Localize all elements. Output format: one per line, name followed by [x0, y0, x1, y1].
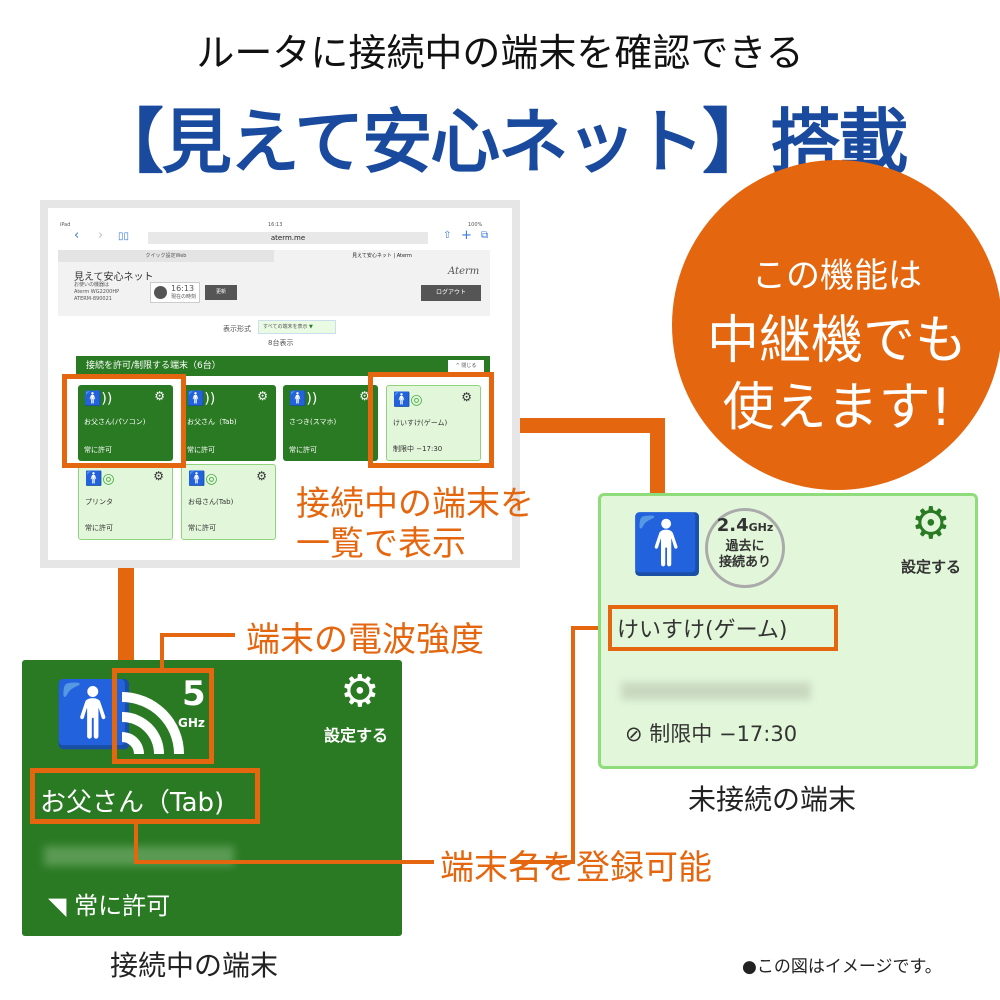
back-icon[interactable]: ‹: [74, 228, 80, 243]
forward-icon[interactable]: ›: [98, 228, 104, 243]
clock-caption: 現在の時刻: [171, 294, 197, 300]
caption-disconnected: 未接続の端末: [688, 783, 857, 816]
device-card[interactable]: 🚹◎⚙けいすけ(ゲーム)制限中 −17:30: [386, 385, 481, 461]
highlight-signal: [112, 668, 214, 764]
gear-icon: ⚙: [359, 389, 370, 403]
clock-time: 16:13: [171, 284, 195, 293]
callout-signal: 端末の電波強度: [246, 620, 484, 660]
gear-icon: ⚙: [257, 389, 268, 403]
logout-button[interactable]: ログアウト: [421, 285, 481, 301]
person-past-icon: 🚹◎: [188, 471, 218, 487]
gear-icon: ⚙: [256, 469, 267, 483]
highlight-right: [368, 372, 494, 468]
url-bar[interactable]: aterm.me: [148, 232, 428, 244]
tabs-icon[interactable]: ⧉: [481, 230, 489, 241]
status: ◥ 常に許可: [48, 892, 171, 920]
refresh-button[interactable]: 更新: [205, 285, 237, 300]
display-select[interactable]: すべての端末を表示 ▼: [258, 320, 336, 334]
clock-widget: 16:13 現在の時刻: [150, 282, 200, 303]
device-name: お父さん（Tab): [40, 788, 225, 818]
person-signal-icon: 🚹)): [289, 391, 318, 407]
connector-right-h: [492, 418, 664, 433]
band-unit: GHz: [178, 716, 205, 730]
display-label: 表示形式: [223, 325, 251, 333]
share-icon[interactable]: ⇧: [443, 230, 452, 241]
person-past-icon: 🚹◎: [393, 392, 423, 408]
status-time: 16:13: [268, 222, 283, 228]
highlight-name: [30, 768, 260, 824]
person-signal-icon: 🚹)): [84, 391, 113, 407]
signal-icon: ◥: [48, 892, 67, 920]
status-battery: 100%: [468, 222, 483, 228]
callout-list: 接続中の端末を 一覧で表示: [296, 484, 534, 564]
clock-icon: [154, 286, 167, 299]
past-connected-icon: 2.4GHz 過去に 接続あり: [705, 508, 785, 588]
person-icon: 🚹: [631, 510, 704, 578]
disconnected-device-card: 🚹 2.4GHz 過去に 接続あり ⚙ 設定する けいすけ(ゲーム) ⊘ 制限中…: [598, 493, 978, 769]
bookmarks-icon[interactable]: ▯▯: [118, 231, 130, 242]
settings-link[interactable]: 設定する: [901, 558, 962, 576]
badge-line2: 中継機でも: [706, 311, 967, 371]
headline-line2: 【見えて安心ネット】搭載: [93, 101, 909, 183]
headline-line1: ルータに接続中の端末を確認できる: [196, 31, 804, 75]
highlight-lite-name: [608, 605, 838, 651]
caption-connected: 接続中の端末: [110, 949, 279, 982]
badge-line1: この機能は: [752, 256, 922, 296]
badge-line3: 使えます!: [722, 378, 952, 438]
settings-link[interactable]: 設定する: [324, 726, 389, 745]
highlight-left: [62, 374, 186, 468]
device-name: けいすけ(ゲーム): [617, 618, 788, 643]
disclaimer: ●この図はイメージです。: [742, 957, 942, 977]
device-card[interactable]: 🚹◎⚙プリンタ常に許可: [78, 464, 173, 540]
device-card[interactable]: 🚹))⚙お父さん（Tab)常に許可: [181, 385, 276, 461]
gear-icon[interactable]: ⚙: [911, 498, 951, 549]
device-count: 8台表示: [268, 339, 294, 347]
device-card[interactable]: 🚹))⚙お父さん(パソコン)常に許可: [78, 385, 173, 461]
repeater-badge: この機能は 中継機でも 使えます!: [672, 160, 1000, 490]
person-icon: 🚹: [54, 678, 134, 752]
page-title: 見えて安心ネット: [74, 272, 154, 283]
gear-icon: ⚙: [153, 469, 164, 483]
connector-right-v: [650, 418, 665, 496]
chevron-down-icon: ▼: [309, 324, 313, 330]
new-tab-icon[interactable]: +: [461, 228, 472, 243]
restricted-icon: ⊘: [625, 722, 643, 746]
device-card[interactable]: 🚹◎⚙お母さん(Tab)常に許可: [181, 464, 276, 540]
status-left: iPad: [60, 222, 71, 228]
blurred-mac: [621, 682, 811, 700]
status: ⊘ 制限中 −17:30: [625, 722, 798, 746]
wifi-signal-icon: [122, 684, 184, 754]
person-past-icon: 🚹◎: [85, 471, 115, 487]
person-signal-icon: 🚹)): [187, 391, 216, 407]
section-header: 接続を許可/制限する端末（6台）: [76, 356, 490, 376]
device-card[interactable]: 🚹))⚙さつき(スマホ)常に許可: [283, 385, 378, 461]
close-section-button[interactable]: ^ 閉じる: [448, 360, 484, 372]
tab-quick-setup[interactable]: クイック設定Web: [58, 250, 274, 262]
gear-icon[interactable]: ⚙: [340, 666, 380, 717]
gear-icon: ⚙: [461, 390, 472, 404]
tab-mieteanshin[interactable]: 見えて安心ネット | Aterm: [274, 250, 490, 262]
gear-icon: ⚙: [154, 389, 165, 403]
callout-name: 端末名を登録可能: [440, 848, 712, 888]
browser-screenshot: iPad 16:13 100% ‹ › ▯▯ aterm.me ⇧ + ⧉ クイ…: [40, 200, 520, 568]
band-label: 5: [182, 674, 206, 714]
aterm-logo: Aterm: [448, 266, 480, 277]
